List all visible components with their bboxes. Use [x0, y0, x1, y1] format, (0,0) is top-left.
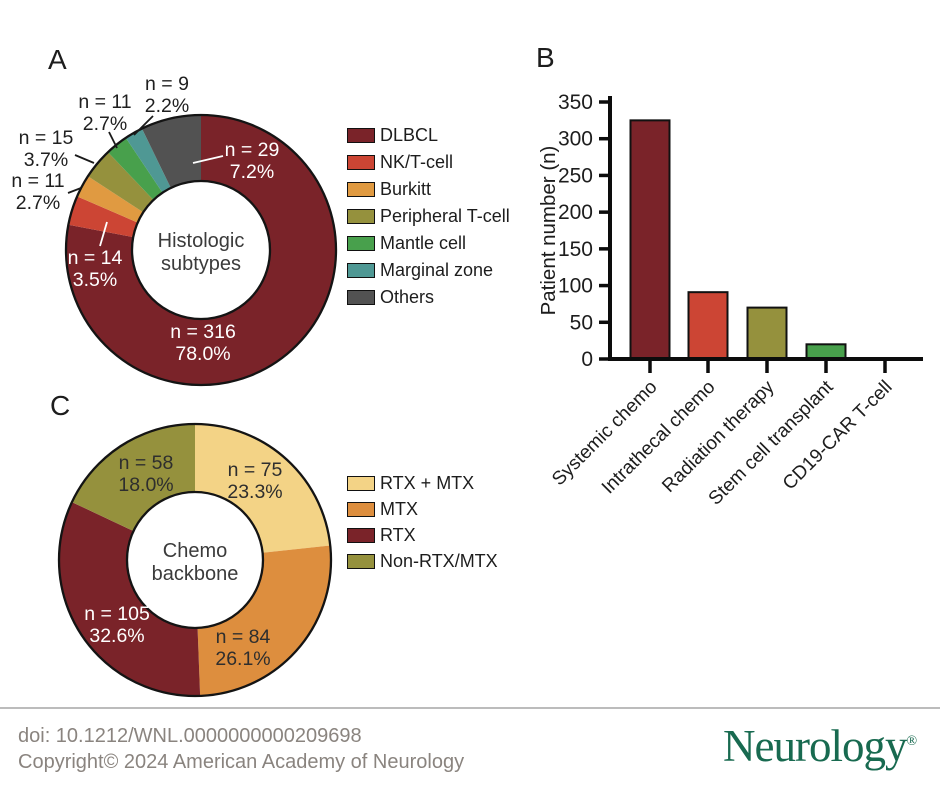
legend-label: NK/T-cell: [380, 152, 454, 172]
legend-swatch: [347, 155, 375, 170]
label-leader-line: [108, 131, 118, 149]
x-tick-label: Systemic chemo: [548, 377, 661, 490]
panel-a-letter: A: [48, 44, 67, 75]
donut-slice-mantle-cell: [107, 137, 163, 200]
label-leader-line: [192, 155, 224, 164]
registered-trademark-icon: ®: [906, 734, 918, 749]
panel-c-letter: C: [50, 390, 71, 421]
legend-item-mtx: MTX: [347, 496, 498, 522]
legend-swatch: [347, 263, 375, 278]
legend-swatch: [347, 527, 375, 543]
legend-item-dlbcl: DLBCL: [347, 122, 510, 149]
doi-text: doi: 10.1212/WNL.0000000000209698: [18, 725, 362, 747]
donut-inner-ring: [125, 490, 265, 630]
neurology-logo: Neurology®: [723, 720, 917, 772]
legend-label: Others: [380, 287, 435, 307]
y-tick-label: 250: [558, 164, 593, 187]
legend-item-nk-t-cell: NK/T-cell: [347, 149, 510, 176]
legend-item-mantle-cell: Mantle cell: [347, 230, 510, 257]
donut-slice-dlbcl: [66, 115, 336, 385]
bar-stem-cell-transplant: [805, 343, 847, 361]
x-tick-label: Radiation therapy: [658, 376, 779, 497]
legend-label: Marginal zone: [380, 260, 494, 280]
legend-label: Burkitt: [380, 179, 432, 199]
donut-inner-ring: [130, 179, 272, 321]
legend-swatch: [347, 290, 375, 305]
legend-item-peripheral-t-cell: Peripheral T-cell: [347, 203, 510, 230]
legend-label: Mantle cell: [380, 233, 467, 253]
legend-swatch: [347, 209, 375, 224]
bar-intrathecal-chemo: [687, 291, 729, 360]
legend-item-others: Others: [347, 284, 510, 311]
y-axis-title: Patient number (n): [537, 146, 560, 316]
legend-label: Peripheral T-cell: [380, 206, 510, 226]
donut-slice-others: [141, 115, 201, 188]
neurology-logo-text: Neurology: [723, 721, 907, 771]
legend-swatch: [347, 236, 375, 251]
label-leader-line: [133, 115, 154, 136]
legend-item-marginal-zone: Marginal zone: [347, 257, 510, 284]
label-leader-line: [74, 154, 95, 164]
bar-radiation-therapy: [746, 306, 788, 361]
legend-item-burkitt: Burkitt: [347, 176, 510, 203]
donut-outer-ring: [57, 422, 333, 698]
x-tick-label: Intrathecal chemo: [598, 377, 720, 499]
legend-label: DLBCL: [380, 125, 439, 145]
y-tick-label: 150: [558, 238, 593, 261]
legend-swatch: [347, 475, 375, 491]
chemo-backbone-legend: RTX + MTX MTX RTX Non-RTX/MTX: [347, 470, 498, 574]
footer-divider: [0, 707, 940, 709]
legend-label: Non-RTX/MTX: [380, 550, 498, 571]
donut-slice-marginal-zone: [125, 128, 171, 193]
legend-label: MTX: [380, 498, 418, 519]
label-leader-line: [67, 187, 82, 194]
legend-swatch: [347, 182, 375, 197]
y-tick-label: 300: [558, 128, 593, 151]
donut-slice-rtx: [58, 502, 201, 696]
panel-b-letter: B: [536, 42, 555, 73]
legend-label: RTX: [380, 524, 416, 545]
legend-swatch: [347, 128, 375, 143]
y-tick-label: 50: [570, 311, 593, 334]
x-tick-label: CD19-CAR T-cell: [779, 377, 897, 495]
copyright-text: Copyright© 2024 American Academy of Neur…: [18, 751, 465, 773]
donut-slice-nk-t-cell: [68, 196, 138, 238]
legend-item-rtx: RTX: [347, 522, 498, 548]
donut-slice-rtx-mtx: [195, 424, 331, 553]
donut-slice-mtx: [197, 545, 331, 696]
legend-item-rtx-mtx: RTX + MTX: [347, 470, 498, 496]
legend-item-non-rtx-mtx: Non-RTX/MTX: [347, 548, 498, 574]
donut-outer-ring: [64, 113, 338, 387]
y-tick-label: 200: [558, 201, 593, 224]
donut-slice-non-rtx-mtx: [71, 424, 195, 532]
donut-slice-peripheral-t-cell: [87, 152, 154, 213]
label-leader-line: [99, 221, 108, 247]
legend-label: RTX + MTX: [380, 472, 475, 493]
y-tick-label: 100: [558, 275, 593, 298]
legend-swatch: [347, 501, 375, 517]
donut-slice-burkitt: [77, 176, 144, 223]
y-tick-label: 350: [558, 91, 593, 114]
y-tick-label: 0: [581, 348, 593, 371]
legend-swatch: [347, 553, 375, 569]
bar-systemic-chemo: [629, 119, 671, 360]
